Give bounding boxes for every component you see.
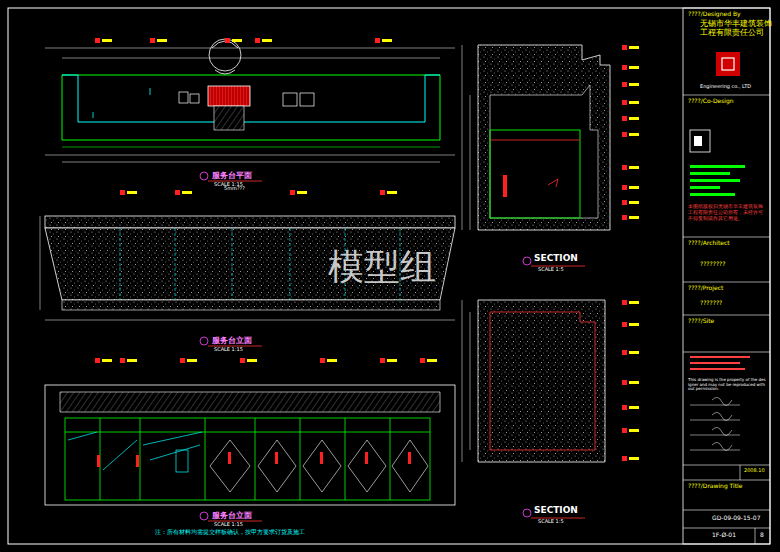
material-note: 5mm??? bbox=[224, 186, 245, 192]
callout-text-mark bbox=[232, 39, 242, 42]
callout-text-mark bbox=[629, 83, 639, 86]
callout-text-mark bbox=[629, 166, 639, 169]
callout-tag bbox=[95, 358, 100, 363]
callout-text-mark bbox=[629, 323, 639, 326]
callout-text-mark bbox=[102, 359, 112, 362]
callout-text-mark bbox=[127, 191, 137, 194]
field-value: ??????? bbox=[700, 300, 722, 307]
scale-note: SCALE 1:15 bbox=[214, 347, 243, 353]
callout-text-mark bbox=[629, 457, 639, 460]
callout-text-mark bbox=[387, 191, 397, 194]
section-title: SECTION bbox=[534, 253, 578, 263]
scale-note: SCALE 1:15 bbox=[214, 522, 243, 528]
callout-tag bbox=[290, 190, 295, 195]
callout-tag bbox=[622, 100, 627, 105]
callout-text-mark bbox=[187, 359, 197, 362]
callout-text-mark bbox=[629, 66, 639, 69]
sheet-number: 1F-Ø-01 bbox=[712, 532, 736, 539]
field-label: ????/Drawing Title bbox=[688, 483, 742, 490]
callout-tag bbox=[622, 350, 627, 355]
callout-text-mark bbox=[629, 186, 639, 189]
callout-text-mark bbox=[297, 191, 307, 194]
callout-text-mark bbox=[629, 406, 639, 409]
copyright-english: This drawing is the property of the desi… bbox=[688, 378, 766, 392]
callout-text-mark bbox=[629, 101, 639, 104]
callout-tag bbox=[622, 132, 627, 137]
callout-tag bbox=[622, 322, 627, 327]
callout-tag bbox=[95, 38, 100, 43]
callout-text-mark bbox=[427, 359, 437, 362]
callout-tag bbox=[622, 185, 627, 190]
field-label: ????/Site bbox=[688, 318, 714, 325]
scale-note: SCALE 1:5 bbox=[538, 519, 564, 525]
section-title: SECTION bbox=[534, 505, 578, 515]
callout-tag bbox=[622, 45, 627, 50]
watermark: 模型组 bbox=[328, 246, 436, 287]
field-value: ???????? bbox=[700, 261, 725, 268]
company-name: 无锡市华丰建筑装饰工程有限责任公司 bbox=[700, 19, 776, 37]
callout-text-mark bbox=[629, 381, 639, 384]
callout-tag bbox=[622, 116, 627, 121]
callout-text-mark bbox=[182, 191, 192, 194]
callout-tag bbox=[622, 215, 627, 220]
callout-tag bbox=[180, 358, 185, 363]
view-title: 服务台立面 bbox=[212, 336, 252, 345]
callout-text-mark bbox=[629, 117, 639, 120]
scale-note: SCALE 1:5 bbox=[538, 267, 564, 273]
date: 2008.10 bbox=[744, 468, 765, 474]
callout-text-mark bbox=[629, 429, 639, 432]
callout-tag bbox=[320, 358, 325, 363]
general-note: 注：所有材料均需提交样板确认，按甲方要求订货及施工 bbox=[155, 529, 305, 536]
field-label: ????/Designed By bbox=[688, 11, 741, 18]
callout-tag bbox=[375, 38, 380, 43]
callout-tag bbox=[622, 380, 627, 385]
field-label: ????/Co-Design bbox=[688, 98, 734, 105]
callout-text-mark bbox=[102, 39, 112, 42]
callout-tag bbox=[622, 200, 627, 205]
callout-text-mark bbox=[157, 39, 167, 42]
callout-tag bbox=[622, 165, 627, 170]
field-label: ????/Architect bbox=[688, 240, 730, 247]
copyright-note: 本图纸版权归无锡市华丰建筑装饰工程有限责任公司所有，未经许可不得复制或作其它用途… bbox=[688, 204, 766, 221]
drawing-number: GD-09-09-15-07 bbox=[712, 515, 760, 522]
callout-text-mark bbox=[327, 359, 337, 362]
callout-text-mark bbox=[629, 46, 639, 49]
callout-text-mark bbox=[629, 133, 639, 136]
field-label: ????/Project bbox=[688, 285, 723, 292]
callout-text-mark bbox=[629, 201, 639, 204]
callout-tag bbox=[622, 405, 627, 410]
callout-text-mark bbox=[629, 351, 639, 354]
company-english: Engineering co., LTD bbox=[700, 84, 751, 90]
callout-tag bbox=[240, 358, 245, 363]
callout-tag bbox=[380, 190, 385, 195]
callout-tag bbox=[622, 65, 627, 70]
callout-text-mark bbox=[262, 39, 272, 42]
callout-tag bbox=[175, 190, 180, 195]
callout-tag bbox=[225, 38, 230, 43]
callout-tag bbox=[120, 358, 125, 363]
callout-tag bbox=[622, 82, 627, 87]
callout-tag bbox=[622, 456, 627, 461]
callout-text-mark bbox=[629, 301, 639, 304]
callout-text-mark bbox=[629, 216, 639, 219]
callout-text-mark bbox=[247, 359, 257, 362]
callout-tag bbox=[120, 190, 125, 195]
callout-tag bbox=[622, 300, 627, 305]
view-title: 服务台平面 bbox=[212, 171, 252, 180]
revision: 8 bbox=[760, 532, 764, 539]
callout-tag bbox=[150, 38, 155, 43]
callout-tag bbox=[255, 38, 260, 43]
callout-text-mark bbox=[382, 39, 392, 42]
callout-tag bbox=[380, 358, 385, 363]
callout-tag bbox=[622, 428, 627, 433]
callout-tag bbox=[420, 358, 425, 363]
callout-text-mark bbox=[387, 359, 397, 362]
view-title: 服务台立面 bbox=[212, 511, 252, 520]
callout-text-mark bbox=[127, 359, 137, 362]
